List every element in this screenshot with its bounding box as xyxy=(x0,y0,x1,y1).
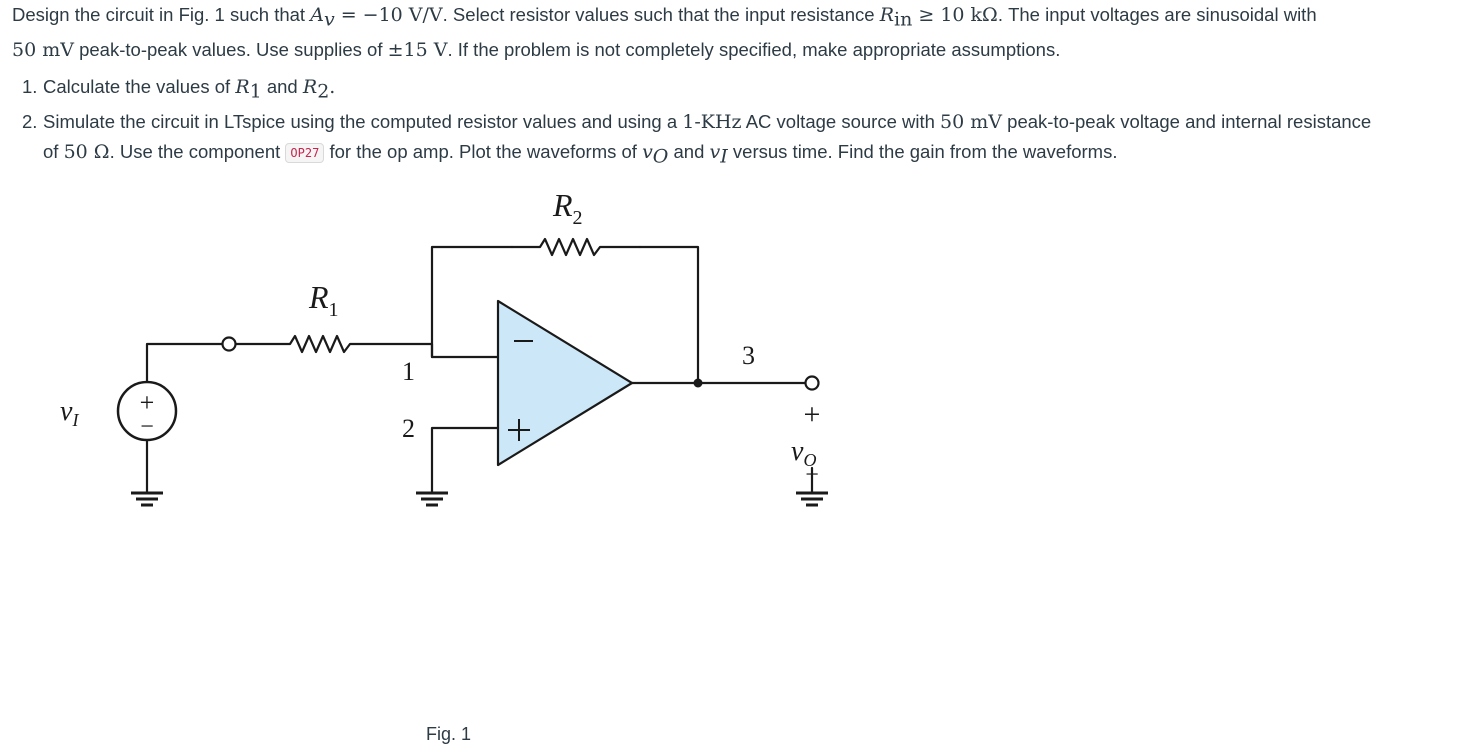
task2-vpp-value: 50 mV xyxy=(940,110,1003,133)
node-1-label: 1 xyxy=(402,357,415,386)
problem-text-c: . The input voltages are sinusoidal with xyxy=(997,4,1317,25)
problem-text-a: Design the circuit in Fig. 1 such that xyxy=(12,4,311,25)
task2-text-g: and xyxy=(668,140,710,162)
ground-icon-source xyxy=(131,491,163,507)
r2-label: R2 xyxy=(552,187,583,229)
ground-icon-noninverting xyxy=(416,491,448,507)
task2-text-d: of xyxy=(43,140,64,162)
feedback-wire-left xyxy=(430,245,514,359)
vi-subscript: I xyxy=(720,145,728,168)
task-number-1: 1. xyxy=(22,76,38,97)
problem-text-d: peak-to-peak values. Use supplies of xyxy=(73,38,388,60)
output-terminal xyxy=(804,375,820,391)
vi-symbol: v xyxy=(709,140,721,163)
r1-subscript: 1 xyxy=(249,80,262,103)
figure-caption: Fig. 1 xyxy=(426,724,472,744)
task1-text-a: Calculate the values of xyxy=(43,76,236,97)
vi-label: vI xyxy=(60,396,79,430)
feedback-wire-right xyxy=(638,245,700,385)
r1-symbol: R xyxy=(235,76,250,98)
output-junction-dot xyxy=(693,378,703,388)
frequency-value: 1-KHz xyxy=(682,110,742,133)
r2-resistor xyxy=(510,237,642,257)
task1-and: and xyxy=(261,76,303,97)
input-terminal xyxy=(221,336,237,352)
rin-subscript: in xyxy=(894,8,913,31)
task-item-1: 1. Calculate the values of R1 and R2. xyxy=(22,72,1462,107)
node-2-label: 2 xyxy=(402,414,415,443)
task2-text-a: Simulate the circuit in LTspice using th… xyxy=(43,110,683,132)
output-minus-sign: − xyxy=(805,462,819,488)
r2-subscript: 2 xyxy=(317,80,330,103)
opamp-plus-mark xyxy=(508,419,530,441)
gain-symbol: A xyxy=(310,4,324,26)
component-code: OP27 xyxy=(285,142,325,163)
input-wire xyxy=(145,342,224,383)
gain-subscript: v xyxy=(323,8,335,31)
supply-value: ±15 V xyxy=(387,38,448,61)
r1-label: R1 xyxy=(308,279,339,321)
task-item-2: 2. Simulate the circuit in LTspice using… xyxy=(22,107,1462,172)
r1-resistor xyxy=(234,334,434,354)
r2-symbol: R xyxy=(302,76,318,98)
task2-text-b: AC voltage source with xyxy=(741,110,941,132)
gain-value: = −10 V/V xyxy=(334,4,443,26)
problem-text-b: . Select resistor values such that the i… xyxy=(442,4,880,25)
task2-text-c: peak-to-peak voltage and internal resist… xyxy=(1002,110,1372,132)
vo-subscript: O xyxy=(652,145,669,168)
source-minus-sign: − xyxy=(140,414,154,440)
node-3-label: 3 xyxy=(742,341,755,370)
ground-icon-output xyxy=(796,491,828,507)
rin-symbol: R xyxy=(879,4,894,26)
task-number-2: 2. xyxy=(22,110,38,132)
vpp-value: 50 mV xyxy=(12,38,74,61)
problem-statement: Design the circuit in Fig. 1 such that A… xyxy=(12,0,1462,65)
task2-text-f: for the op amp. Plot the waveforms of xyxy=(324,140,643,162)
task2-text-e: . Use the component xyxy=(109,140,286,162)
task2-text-h: versus time. Find the gain from the wave… xyxy=(727,140,1118,162)
task-list: 1. Calculate the values of R1 and R2. 2.… xyxy=(22,72,1462,171)
vo-label: vO xyxy=(791,436,816,470)
task1-end: . xyxy=(329,76,336,98)
inverting-amplifier-schematic: + − R2 R1 1 2 3 vI + vO − xyxy=(60,187,828,507)
output-plus-sign: + xyxy=(804,398,821,431)
voltage-source-icon xyxy=(116,380,178,442)
noninverting-ground-wire xyxy=(430,426,500,494)
inverting-input-wire xyxy=(430,342,500,359)
vo-symbol: v xyxy=(642,140,653,163)
rin-value: ≥ 10 kΩ xyxy=(912,4,998,26)
circuit-figure: + − R2 R1 1 2 3 vI + vO − Fig. 1 xyxy=(0,180,1478,744)
internal-resistance-value: 50 Ω xyxy=(63,140,110,163)
source-plus-sign: + xyxy=(140,388,155,417)
problem-text-e: . If the problem is not completely speci… xyxy=(447,38,1061,60)
